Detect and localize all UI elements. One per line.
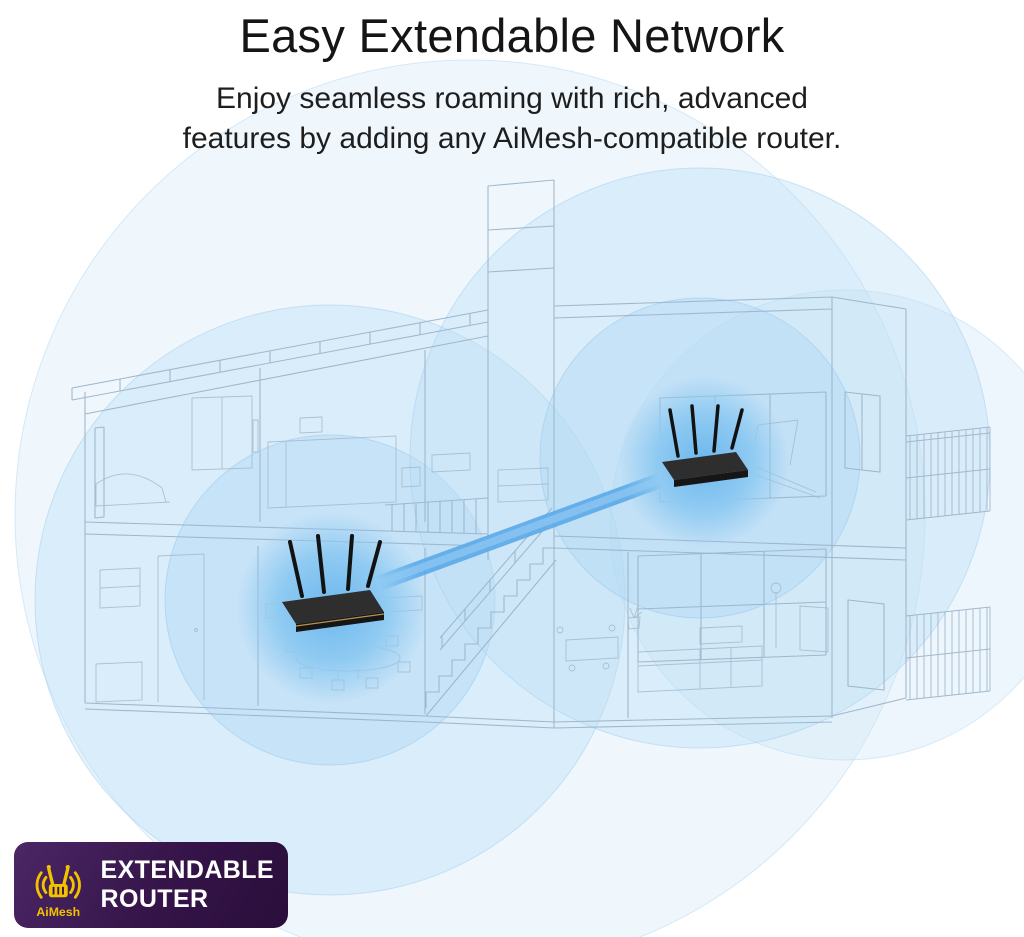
page-title: Easy Extendable Network	[239, 9, 785, 62]
badge-label-line1: EXTENDABLE	[100, 855, 274, 884]
balcony-railings	[905, 426, 991, 701]
page-subtitle: Enjoy seamless roaming with rich, advanc…	[0, 79, 1024, 158]
extendable-router-badge: AiMesh EXTENDABLE ROUTER	[14, 842, 288, 928]
wifi-beam	[338, 462, 700, 600]
wifi-coverage-circles	[14, 59, 1024, 937]
router-node-upper	[662, 404, 748, 487]
page-subtitle-line1: Enjoy seamless roaming with rich, advanc…	[216, 82, 808, 115]
badge-labels: EXTENDABLE ROUTER	[101, 856, 274, 915]
aimesh-icon-label: AiMesh	[36, 905, 80, 919]
badge-label-line2: ROUTER	[100, 885, 209, 913]
router-node-lower	[282, 534, 385, 632]
page-subtitle-line2: features by adding any AiMesh-compatible…	[182, 121, 842, 155]
aimesh-icon: AiMesh	[35, 864, 81, 919]
